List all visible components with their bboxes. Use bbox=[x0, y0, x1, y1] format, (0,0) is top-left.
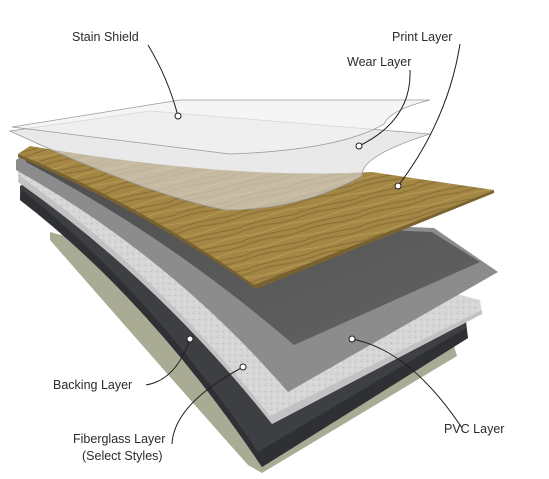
backing-layer-edge bbox=[20, 190, 468, 467]
stain-shield-leader bbox=[147, 44, 179, 117]
wear-layer-marker bbox=[355, 142, 363, 150]
pvc-layer-leader bbox=[351, 338, 463, 429]
stain-shield-marker bbox=[174, 112, 182, 120]
print-layer-marker bbox=[394, 182, 402, 190]
print-layer-label: Print Layer bbox=[392, 30, 452, 44]
backing-layer-leader bbox=[145, 338, 191, 386]
stain-shield-label: Stain Shield bbox=[72, 30, 139, 44]
wear-layer-leader bbox=[358, 69, 411, 147]
backing-layer-marker bbox=[186, 335, 194, 343]
backing-layer-label: Backing Layer bbox=[53, 378, 132, 392]
fiberglass-layer-leader bbox=[171, 366, 244, 445]
fiberglass-layer-marker bbox=[239, 363, 247, 371]
pvc-layer-label: PVC Layer bbox=[444, 422, 504, 436]
print-layer-leader bbox=[397, 43, 461, 187]
wear-layer-label: Wear Layer bbox=[347, 55, 411, 69]
fiberglass-layer-label: Fiberglass Layer bbox=[73, 432, 165, 446]
stain-shield-layer bbox=[11, 99, 431, 155]
pvc-layer-marker bbox=[348, 335, 356, 343]
fiberglass-select-styles-label: (Select Styles) bbox=[82, 449, 163, 463]
